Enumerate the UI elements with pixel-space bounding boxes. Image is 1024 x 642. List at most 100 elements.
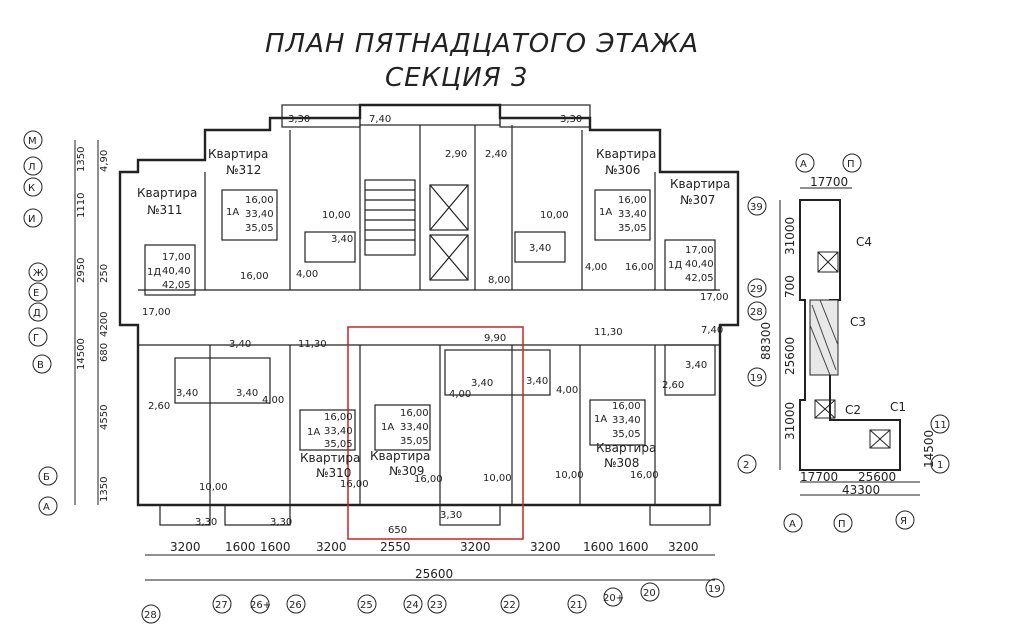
apartment-311: Квартира №311 1Д 17,00 40,40 42,05 17,00 xyxy=(137,186,197,318)
svg-text:3,30: 3,30 xyxy=(270,517,292,528)
room-area: 4,00 xyxy=(585,262,607,273)
svg-text:С2: С2 xyxy=(845,403,861,417)
svg-text:1600: 1600 xyxy=(225,540,256,554)
apt-number: №309 xyxy=(389,464,424,478)
apt-type: 1А xyxy=(599,207,612,218)
svg-text:25600: 25600 xyxy=(783,337,797,375)
svg-text:22: 22 xyxy=(503,600,516,611)
svg-text:С1: С1 xyxy=(890,400,906,414)
svg-text:2550: 2550 xyxy=(380,540,411,554)
left-dims: 1350 4,90 1110 2950 250 14500 4200 680 4… xyxy=(76,147,110,502)
svg-text:3,40: 3,40 xyxy=(685,360,707,371)
svg-text:3200: 3200 xyxy=(460,540,491,554)
plan-title: ПЛАН ПЯТНАДЦАТОГО ЭТАЖА xyxy=(265,29,699,59)
apt-number: №311 xyxy=(147,203,182,217)
apt-number: №306 xyxy=(605,163,640,177)
apt-area: 33,40 xyxy=(612,415,641,426)
svg-text:1600: 1600 xyxy=(618,540,649,554)
svg-text:21: 21 xyxy=(570,600,583,611)
svg-text:680: 680 xyxy=(99,343,110,362)
apartment-309: 1А 16,00 33,40 35,05 Квартира №309 16,00… xyxy=(370,408,512,485)
room-area: 17,00 xyxy=(142,307,171,318)
svg-text:Е: Е xyxy=(33,288,39,299)
svg-text:11,30: 11,30 xyxy=(594,327,623,338)
apartment-306: Квартира №306 1А 16,00 33,40 35,05 10,00… xyxy=(540,147,656,273)
svg-text:3,30: 3,30 xyxy=(195,517,217,528)
apt-area: 17,00 xyxy=(685,245,714,256)
svg-text:26: 26 xyxy=(289,600,302,611)
svg-text:3,40: 3,40 xyxy=(526,376,548,387)
svg-text:27: 27 xyxy=(215,600,228,611)
svg-text:25: 25 xyxy=(360,600,373,611)
left-axis-markers xyxy=(23,130,99,516)
svg-text:Б: Б xyxy=(43,472,50,483)
svg-text:3,40: 3,40 xyxy=(529,243,551,254)
svg-text:П: П xyxy=(838,519,846,530)
svg-text:4,00: 4,00 xyxy=(262,395,284,406)
svg-text:7,40: 7,40 xyxy=(701,325,723,336)
apt-number: №312 xyxy=(226,163,261,177)
svg-text:В: В xyxy=(37,360,44,371)
svg-text:4,00: 4,00 xyxy=(556,385,578,396)
apt-heading: Квартира xyxy=(208,147,268,161)
apt-heading: Квартира xyxy=(370,449,430,463)
room-area: 16,00 xyxy=(625,262,654,273)
apt-number: №308 xyxy=(604,456,639,470)
svg-text:1350: 1350 xyxy=(99,477,110,502)
apt-area: 40,40 xyxy=(685,259,714,270)
svg-text:Л: Л xyxy=(28,162,36,173)
bottom-axes: 28 27 26+ 26 25 24 23 22 21 20+ 20 19 xyxy=(144,584,721,621)
apt-area: 16,00 xyxy=(324,412,353,423)
apt-area: 33,40 xyxy=(324,426,353,437)
room-area: 17,00 xyxy=(700,292,729,303)
room-area: 10,00 xyxy=(483,473,512,484)
apt-area: 35,05 xyxy=(245,223,274,234)
apt-area: 42,05 xyxy=(162,280,191,291)
svg-text:3,40: 3,40 xyxy=(471,378,493,389)
svg-text:43300: 43300 xyxy=(842,483,880,497)
svg-text:А: А xyxy=(43,502,50,513)
bottom-dim-lines xyxy=(141,554,725,624)
apt-area: 42,05 xyxy=(685,273,714,284)
apt-number: №307 xyxy=(680,193,715,207)
apt-heading: Квартира xyxy=(596,147,656,161)
svg-text:М: М xyxy=(28,136,37,147)
svg-text:3,40: 3,40 xyxy=(331,234,353,245)
highlight-frame-309 xyxy=(347,326,524,540)
svg-text:7,40: 7,40 xyxy=(369,114,391,125)
plan-section-title: СЕКЦИЯ 3 xyxy=(385,63,529,93)
svg-text:3,40: 3,40 xyxy=(236,388,258,399)
svg-text:31000: 31000 xyxy=(783,217,797,255)
room-area: 10,00 xyxy=(555,470,584,481)
apt-type: 1А xyxy=(594,414,607,425)
apt-area: 35,05 xyxy=(612,429,641,440)
apt-type: 1Д xyxy=(147,267,161,278)
svg-text:1600: 1600 xyxy=(260,540,291,554)
svg-text:1350: 1350 xyxy=(76,147,87,172)
room-area: 16,00 xyxy=(240,271,269,282)
svg-text:4550: 4550 xyxy=(99,405,110,430)
svg-text:25600: 25600 xyxy=(858,470,896,484)
apt-type: 1Д xyxy=(668,260,682,271)
svg-text:С3: С3 xyxy=(850,315,866,329)
apt-heading: Квартира xyxy=(137,186,197,200)
svg-text:9,90: 9,90 xyxy=(484,333,506,344)
svg-text:3,30: 3,30 xyxy=(560,114,582,125)
svg-text:2,90: 2,90 xyxy=(445,149,467,160)
svg-text:3200: 3200 xyxy=(316,540,347,554)
svg-text:250: 250 xyxy=(99,264,110,283)
apt-area: 35,05 xyxy=(618,223,647,234)
walls xyxy=(118,103,740,526)
svg-text:29: 29 xyxy=(750,284,763,295)
svg-text:28: 28 xyxy=(750,307,763,318)
svg-text:3200: 3200 xyxy=(668,540,699,554)
svg-text:Ж: Ж xyxy=(33,268,44,279)
svg-text:3200: 3200 xyxy=(530,540,561,554)
room-labels: 3,30 7,40 3,30 2,90 2,40 8,00 11,30 9,90… xyxy=(148,114,723,536)
apt-area: 16,00 xyxy=(245,195,274,206)
room-area: 16,00 xyxy=(414,474,443,485)
svg-text:19: 19 xyxy=(750,373,763,384)
svg-text:1600: 1600 xyxy=(583,540,614,554)
svg-text:88300: 88300 xyxy=(759,322,773,360)
